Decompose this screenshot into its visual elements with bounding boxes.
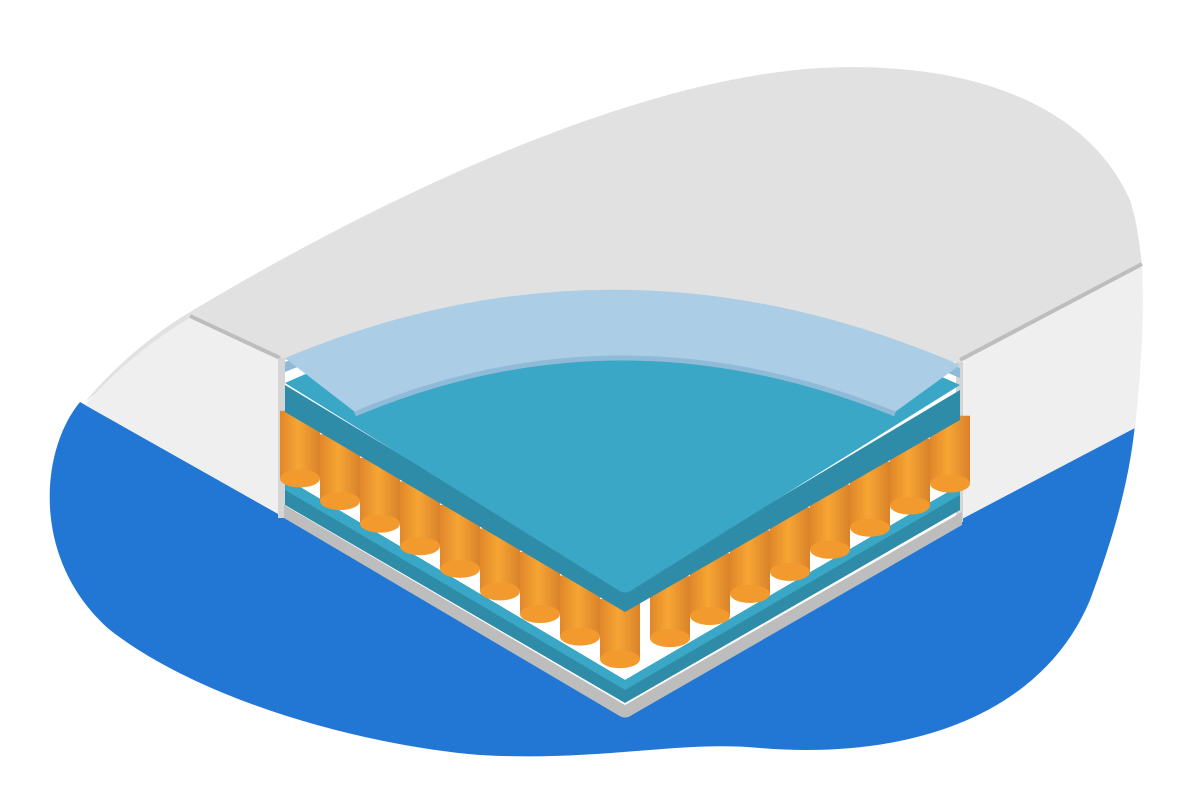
comfort-layer	[285, 289, 960, 412]
spring-coil	[560, 575, 600, 646]
comfort-layer-inner-edge	[354, 355, 896, 417]
mattress-edge-right	[959, 262, 1143, 362]
spring-coil	[770, 507, 810, 581]
mattress-top	[85, 67, 1142, 402]
mattress-side-right	[960, 265, 1143, 520]
spring-coil	[600, 599, 640, 669]
background-blob	[49, 402, 1136, 757]
spring-coil	[360, 457, 400, 533]
mattress-edge-left	[189, 314, 281, 360]
mattress-side-left	[85, 318, 280, 515]
spring-coil	[440, 504, 480, 578]
